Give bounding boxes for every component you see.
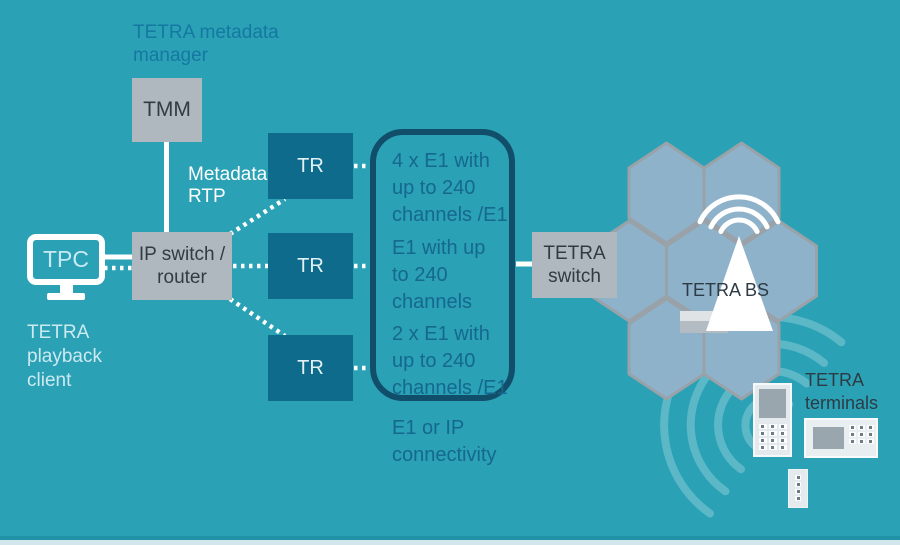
tpc-monitor-icon: TPC [27, 234, 105, 285]
key-dot [867, 432, 874, 437]
radio-screen [813, 427, 844, 449]
key-dot [795, 475, 801, 480]
handset-portrait-icon [753, 383, 792, 457]
key-dot [795, 496, 801, 501]
tetra-switch-label: TETRA switch [543, 243, 606, 287]
key-dot [858, 425, 865, 430]
tetra-terminals-label: TETRA terminals [805, 370, 879, 413]
key-dot [759, 438, 767, 443]
footer-strip-light [0, 540, 900, 545]
tetra-bs-label: TETRA BS [682, 280, 770, 300]
tpc-label: TPC [43, 246, 89, 272]
key-dot [779, 431, 787, 436]
tr-node-2: TR [268, 233, 353, 299]
tmm-node-label: TMM [143, 98, 191, 121]
monitor-stand-base [47, 293, 85, 300]
e1-note-2: E1 with up to 240 channels [392, 237, 486, 313]
key-dot [849, 432, 856, 437]
key-dot [849, 425, 856, 430]
tr-node-3-label: TR [297, 356, 324, 379]
pager-terminal-icon [788, 469, 808, 508]
tetra-switch-node: TETRA switch [532, 232, 617, 298]
tpc-caption: TETRA playback client [27, 322, 102, 391]
connector-lines [104, 142, 532, 371]
key-dot [858, 439, 865, 444]
key-dot [779, 438, 787, 443]
mobile-radio-landscape-icon [804, 418, 878, 458]
pager-keypad [795, 475, 801, 501]
monitor-stand-neck [60, 283, 73, 295]
bs-signal-arcs-icon [697, 194, 781, 234]
key-dot [759, 431, 767, 436]
tr-node-1-label: TR [297, 154, 324, 177]
key-dot [769, 445, 777, 450]
key-dot [759, 445, 767, 450]
footer-strip-dark [0, 536, 900, 540]
handset-keypad [759, 424, 787, 450]
key-dot [779, 445, 787, 450]
base-station-icon [680, 194, 781, 333]
cell-hexagon-cluster [590, 141, 818, 401]
tr-node-3: TR [268, 335, 353, 401]
tr-node-1: TR [268, 133, 353, 199]
link-switch-to-tr1 [228, 197, 287, 236]
ip-switch-node: IP switch / router [132, 232, 232, 300]
key-dot [795, 489, 801, 494]
key-dot [769, 431, 777, 436]
key-dot [849, 439, 856, 444]
connectivity-note: E1 or IP connectivity [392, 417, 497, 466]
ip-switch-label: IP switch / router [138, 244, 226, 288]
tr-node-2-label: TR [297, 254, 324, 277]
e1-note-3: 2 x E1 with up to 240 channels /E1 [392, 323, 508, 399]
antenna-mast-icon [706, 236, 773, 331]
handset-screen [759, 389, 786, 418]
key-dot [769, 424, 777, 429]
key-dot [867, 425, 874, 430]
e1-note-1: 4 x E1 with up to 240 channels /E1 [392, 150, 508, 226]
key-dot [769, 438, 777, 443]
e1-group-outline [370, 129, 515, 401]
key-dot [779, 424, 787, 429]
key-dot [795, 482, 801, 487]
tmm-caption: TETRA metadata manager [133, 22, 279, 66]
tmm-node: TMM [132, 78, 202, 142]
key-dot [858, 432, 865, 437]
metadata-rtp-label: Metadata RTP [188, 164, 268, 207]
bs-platform-top [680, 311, 728, 321]
link-switch-to-tr3 [228, 297, 287, 338]
key-dot [759, 424, 767, 429]
radio-keypad [849, 425, 874, 444]
key-dot [867, 439, 874, 444]
